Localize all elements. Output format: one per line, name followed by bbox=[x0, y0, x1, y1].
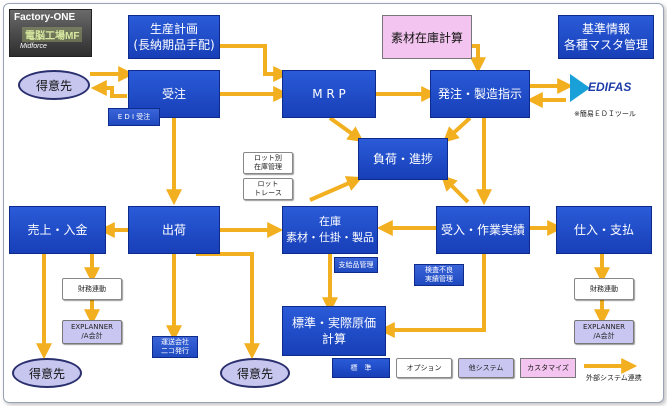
edifas-name: EDIFAS bbox=[588, 80, 632, 94]
box-fuka-shinchoku[interactable]: 負荷・進捗 bbox=[358, 138, 448, 180]
chip-kensa-furyo[interactable]: 検査不良 実績管理 bbox=[414, 264, 464, 286]
oval-tokuisaki-top: 得意先 bbox=[18, 70, 90, 100]
legend-option: オプション bbox=[396, 358, 452, 378]
box-mrp[interactable]: M R P bbox=[282, 70, 376, 118]
arrow-mrp-fuka bbox=[328, 116, 364, 143]
legend-standard: 標 準 bbox=[332, 358, 390, 378]
chip-zaimu-renkei-right[interactable]: 財務連動 bbox=[574, 278, 634, 300]
chip-shikyu[interactable]: 支給品管理 bbox=[334, 257, 378, 273]
edifas-note: ※簡易ＥＤＩツール bbox=[574, 110, 636, 118]
box-uriage-nyukin[interactable]: 売上・入金 bbox=[9, 206, 106, 254]
legend-other-system: 他システム bbox=[458, 358, 514, 378]
arrow-zaiko-fuka bbox=[309, 176, 363, 202]
arrow-ukeire-hyojun bbox=[378, 254, 486, 338]
arrow-seisan-mrp bbox=[220, 44, 290, 82]
chip-explanner-left[interactable]: EXPLANNER /A会計 bbox=[62, 320, 122, 344]
box-shukka[interactable]: 出荷 bbox=[128, 206, 220, 254]
edifas-logo[interactable]: EDIFAS bbox=[570, 74, 654, 104]
box-ukeire-sagyo[interactable]: 受入・作業実績 bbox=[436, 206, 530, 254]
arrow-juchu-tokuisaki bbox=[90, 80, 127, 98]
box-seisan-keikaku[interactable]: 生産計画 (長納期品手配) bbox=[128, 15, 220, 59]
factory-one-logo: Factory-ONE 電脳工場MF Midforce bbox=[9, 9, 92, 57]
chip-edi-juchu[interactable]: E D I 受注 bbox=[108, 108, 160, 126]
chip-lot-zaiko[interactable]: ロット別 在庫管理 bbox=[243, 152, 293, 174]
chip-zaimu-renkei-left[interactable]: 財務連動 bbox=[62, 278, 122, 300]
edifas-triangle-icon bbox=[570, 74, 590, 102]
logo-line3: Midforce bbox=[20, 43, 47, 50]
chip-explanner-right[interactable]: EXPLANNER /A会計 bbox=[574, 320, 634, 344]
oval-tokuisaki-bottom-mid: 得意先 bbox=[220, 358, 290, 388]
chip-unso[interactable]: 運送会社 二コ発行 bbox=[152, 336, 198, 358]
arrow-shukka-tokuisaki bbox=[196, 252, 260, 360]
box-genka-keisan[interactable]: 標準・実際原価 計算 bbox=[282, 306, 386, 356]
logo-line2: 電脳工場MF bbox=[22, 27, 83, 42]
box-shiire-shiharai[interactable]: 仕入・支払 bbox=[556, 206, 652, 254]
logo-line1: Factory-ONE bbox=[14, 12, 76, 23]
box-hatchu-seizo[interactable]: 発注・製造指示 bbox=[430, 70, 530, 118]
oval-tokuisaki-bottom-left: 得意先 bbox=[12, 358, 82, 388]
arrow-hatchu-fuka bbox=[442, 116, 472, 143]
legend-external: 外部システム連携 bbox=[586, 374, 642, 382]
legend-customize: カスタマイズ bbox=[520, 358, 576, 378]
arrow-ukeire-fuka bbox=[440, 174, 470, 204]
box-sozai-zaiko[interactable]: 素材在庫計算 bbox=[382, 15, 472, 59]
box-kijun-joho[interactable]: 基準情報 各種マスタ管理 bbox=[558, 15, 654, 59]
chip-lot-trace[interactable]: ロット トレース bbox=[243, 178, 293, 200]
box-zaiko[interactable]: 在庫 素材・仕掛・製品 bbox=[282, 206, 378, 254]
